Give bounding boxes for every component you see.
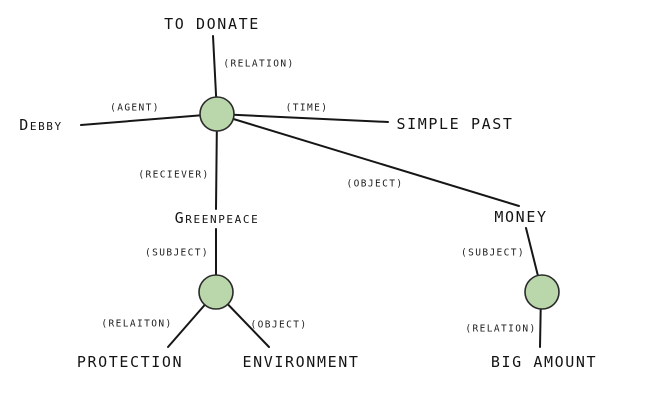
hub-node-circle-3 xyxy=(524,274,560,310)
edge-label-subject-greenpeace: (SUBJECT) xyxy=(144,247,210,259)
node-label-protection: PROTECTION xyxy=(76,353,184,371)
node-label-greenpeace: Greenpeace xyxy=(174,209,260,227)
node-label-simple-past: SIMPLE PAST xyxy=(396,115,514,133)
node-label-debby: Debby xyxy=(19,116,63,134)
edge-line-agent-debby xyxy=(80,113,218,126)
edge-label-relation-bottom: (RELATION) xyxy=(465,323,537,335)
node-label-environment: ENVIRONMENT xyxy=(242,353,360,371)
edge-label-subject-money: (SUBJECT) xyxy=(460,247,526,259)
hub-node-circle-2 xyxy=(198,274,234,310)
edge-label-object-money: (OBJECT) xyxy=(346,178,404,190)
edge-label-time: (TIME) xyxy=(285,102,329,114)
hub-node-circle-1 xyxy=(199,96,235,132)
edge-label-reciever: (RECIEVER) xyxy=(138,169,210,181)
node-label-big-amount: BIG AMOUNT xyxy=(490,353,598,371)
edge-label-object-environment: (OBJECT) xyxy=(250,319,308,331)
edge-label-relation-top: (RELATION) xyxy=(223,58,295,70)
node-label-money: MONEY xyxy=(494,208,548,226)
edge-label-relaiton: (RELAITON) xyxy=(101,318,173,330)
edge-label-agent: (AGENT) xyxy=(110,102,160,114)
edge-line-object-money xyxy=(216,113,520,207)
node-label-to-donate: TO DONATE xyxy=(164,15,260,33)
edge-line-time-simple-past xyxy=(216,113,389,123)
